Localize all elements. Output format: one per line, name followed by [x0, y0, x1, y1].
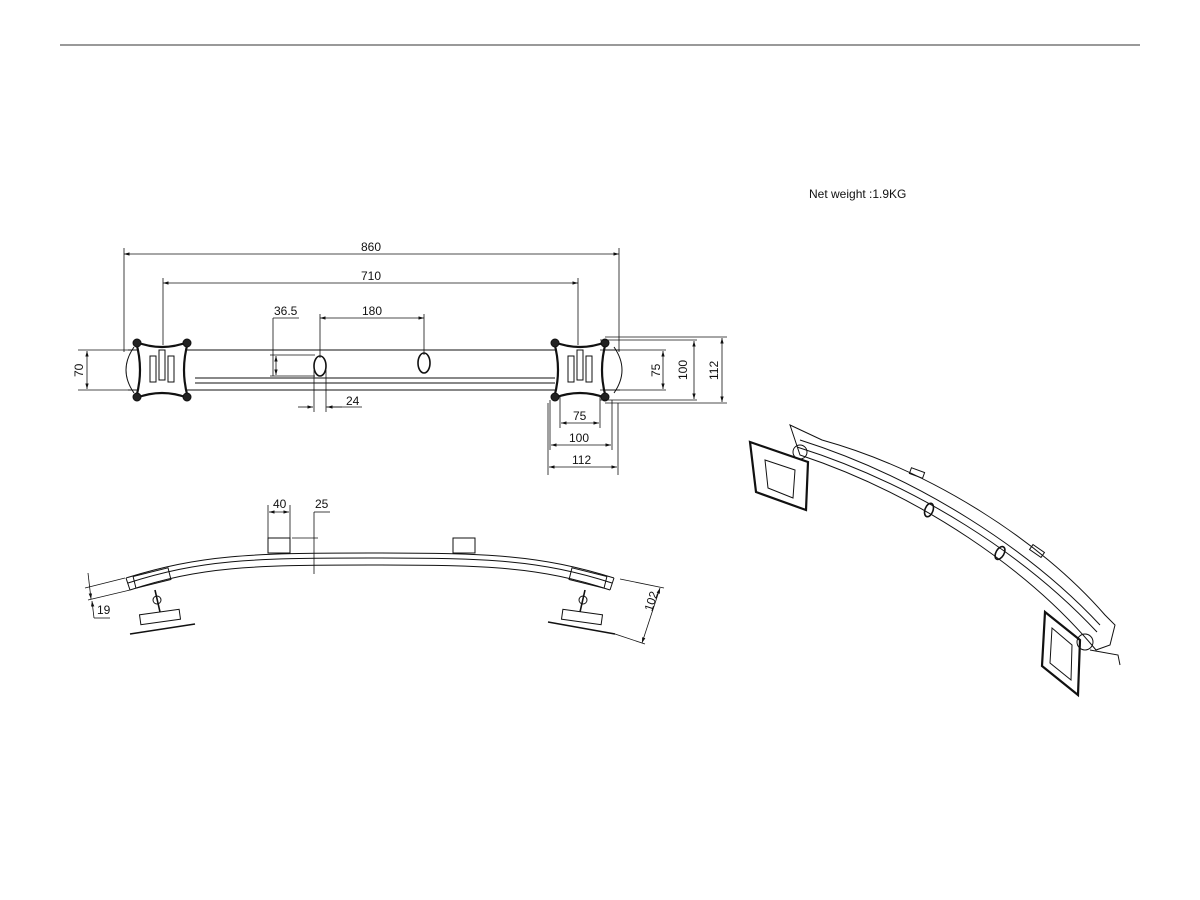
curved-bar: [125, 552, 615, 591]
svg-text:100: 100: [569, 431, 589, 445]
cable-hole: [994, 545, 1006, 561]
dimension-36-5: 36.5: [270, 304, 315, 377]
dimension-710: 710: [162, 269, 579, 345]
clamp-block: [267, 537, 291, 554]
svg-text:19: 19: [97, 603, 111, 617]
side-view: 40 25 19 102: [84, 497, 665, 645]
svg-text:25: 25: [315, 497, 329, 511]
dimension-180: 180: [319, 304, 425, 358]
cable-hole: [313, 355, 327, 377]
svg-text:112: 112: [707, 361, 721, 380]
svg-text:36.5: 36.5: [274, 304, 298, 318]
net-weight-label: Net weight :1.9KG: [809, 187, 906, 201]
monitor-mount-right: [547, 567, 616, 635]
svg-text:710: 710: [361, 269, 381, 283]
dimension-40: 40: [267, 497, 291, 538]
crossbar: [125, 346, 623, 394]
vesa-plate-right: [550, 338, 610, 402]
vesa-plate-3d-right: [1040, 609, 1121, 698]
dimension-19: 19: [84, 572, 131, 619]
clamp-block: [452, 537, 476, 554]
dimension-112-vertical: 112: [605, 336, 727, 404]
svg-text:70: 70: [72, 363, 86, 377]
svg-text:860: 860: [361, 240, 381, 254]
dimension-112-horizontal: 112: [547, 403, 619, 475]
dimension-25: 25: [292, 497, 330, 574]
crossbar-3d: [789, 424, 1116, 651]
svg-text:75: 75: [573, 409, 587, 423]
cable-hole: [417, 352, 431, 374]
dimension-100-horizontal: 100: [549, 400, 613, 450]
dimension-102: 102: [614, 578, 665, 645]
vesa-plate-left: [132, 338, 192, 402]
svg-text:102: 102: [642, 589, 662, 613]
dimension-860: 860: [123, 240, 620, 352]
svg-text:40: 40: [273, 497, 287, 511]
svg-text:112: 112: [572, 453, 591, 467]
dimension-100-vertical: 100: [600, 339, 697, 401]
dimension-75-horizontal: 75: [559, 395, 601, 428]
cable-hole: [923, 502, 935, 518]
monitor-mount-left: [129, 567, 196, 635]
svg-text:75: 75: [649, 363, 663, 377]
vesa-plate-3d-left: [748, 440, 810, 512]
dimension-24: 24: [298, 370, 362, 412]
top-view: 860 710 180 36.5 24: [72, 240, 727, 475]
svg-text:180: 180: [362, 304, 382, 318]
dimension-70: 70: [72, 349, 128, 391]
svg-text:100: 100: [676, 360, 690, 380]
dimension-75-vertical: 75: [600, 349, 666, 391]
isometric-view: [748, 424, 1121, 698]
svg-text:24: 24: [346, 394, 360, 408]
